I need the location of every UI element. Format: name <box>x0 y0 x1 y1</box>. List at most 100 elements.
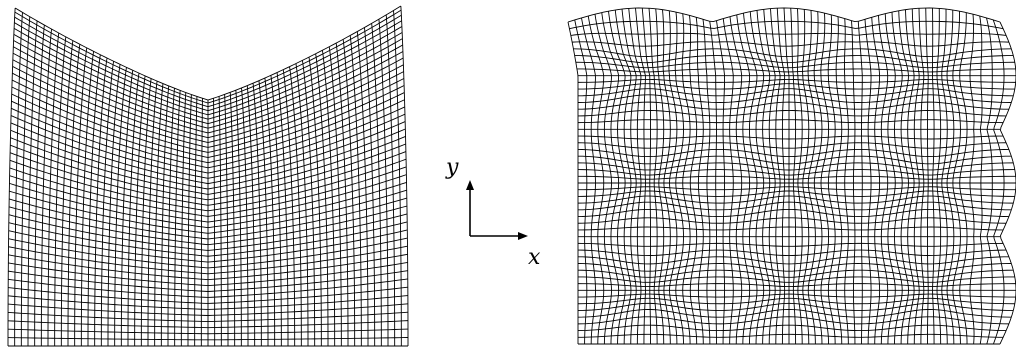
right-mesh-gridline-vertical <box>871 17 881 345</box>
right-mesh-gridline-vertical <box>827 14 836 345</box>
left-mesh-gridline-horizontal <box>11 85 405 158</box>
left-mesh-gridline-horizontal <box>7 328 409 335</box>
right-mesh-gridline-horizontal <box>577 94 1012 103</box>
left-mesh-gridline-horizontal <box>11 99 405 169</box>
right-mesh-gridline-vertical <box>567 21 579 344</box>
x-axis-arrowhead <box>518 232 528 240</box>
right-mesh-gridline-vertical <box>986 17 993 345</box>
right-mesh-gridline-vertical <box>931 8 935 345</box>
right-mesh-gridline-vertical <box>587 15 605 345</box>
left-mesh-gridline-horizontal <box>9 189 407 234</box>
right-mesh-gridline-horizontal <box>577 249 1007 256</box>
right-mesh-gridline-horizontal <box>577 78 1016 83</box>
right-mesh-gridline-horizontal <box>577 208 1009 217</box>
right-mesh-gridline-horizontal <box>573 48 1012 57</box>
left-mesh-gridline-horizontal <box>8 221 408 257</box>
right-mesh-gridline-vertical <box>918 8 925 345</box>
left-mesh-gridline-horizontal <box>8 278 408 298</box>
left-mesh-gridline-horizontal <box>8 213 408 251</box>
right-mesh-gridline-vertical <box>790 8 797 345</box>
right-mesh-gridline-horizontal <box>577 162 1014 171</box>
right-mesh-gridline-horizontal <box>577 293 1016 298</box>
left-mesh-gridline-horizontal <box>8 295 408 310</box>
right-mesh-gridline-vertical <box>905 9 915 345</box>
left-mesh-gridline-horizontal <box>8 303 408 316</box>
right-mesh-gridline-horizontal <box>577 226 1004 231</box>
right-mesh-gridline-horizontal <box>577 155 1012 165</box>
left-mesh-gridline-horizontal <box>14 9 402 104</box>
left-mesh-gridline-horizontal <box>10 128 406 190</box>
right-mesh-gridline-horizontal <box>577 309 1012 318</box>
left-mesh-gridline-horizontal <box>13 38 403 125</box>
coordinate-axes-indicator: y x <box>445 155 541 270</box>
left-mesh-gridline-horizontal <box>8 311 408 323</box>
left-mesh-gridline-horizontal <box>12 64 404 144</box>
left-mesh-gridline-horizontal <box>14 14 402 108</box>
y-axis-label: y <box>445 155 459 180</box>
left-mesh-gridline-horizontal <box>12 57 404 139</box>
right-mesh-gridline-vertical <box>941 9 948 345</box>
right-mesh-gridline-vertical <box>641 7 651 344</box>
right-mesh-gridline-horizontal <box>577 190 1015 197</box>
left-mesh-gridline-horizontal <box>11 92 405 164</box>
left-mesh-gridline-horizontal <box>10 136 406 195</box>
right-mesh-gridline-horizontal <box>577 316 1009 325</box>
right-mesh-gridline-horizontal <box>575 61 1015 69</box>
right-mesh-gridline-vertical <box>655 8 665 345</box>
left-mesh-gridline-horizontal <box>8 320 408 329</box>
left-mesh-gridline-horizontal <box>8 245 408 275</box>
right-mesh-gridline-vertical <box>797 8 803 345</box>
left-mesh-gridline-horizontal <box>9 174 407 223</box>
left-mesh-gridline-horizontal <box>10 113 406 179</box>
left-mesh-gridline-horizontal <box>9 166 407 217</box>
right-mesh-gridline-horizontal <box>577 88 1014 97</box>
left-mesh-gridline-horizontal <box>7 337 409 341</box>
right-mesh-gridline-horizontal <box>577 256 1009 265</box>
right-mesh-gridline-vertical <box>601 12 620 345</box>
right-mesh-gridline-vertical <box>802 9 810 345</box>
right-mesh-gridline-vertical <box>820 13 830 345</box>
left-mesh-gridline-horizontal <box>10 121 406 185</box>
right-mesh-gridline-vertical <box>689 15 698 345</box>
right-mesh-gridline-vertical <box>776 8 786 345</box>
right-mesh-gridline-horizontal <box>577 276 1015 283</box>
right-mesh-gridline-vertical <box>695 17 704 345</box>
left-mesh-gridline-horizontal <box>13 44 403 129</box>
right-mesh-gridline-horizontal <box>577 283 1016 288</box>
left-mesh-gridline-horizontal <box>9 181 407 229</box>
right-mesh-gridline-horizontal <box>577 110 1007 117</box>
right-mesh-gridline-horizontal <box>570 32 1007 36</box>
left-mesh-gridline-horizontal <box>11 106 405 174</box>
right-mesh-gridline-horizontal <box>577 297 1015 305</box>
right-mesh-gridline-vertical <box>979 15 983 345</box>
right-mesh-gridline-vertical <box>925 8 929 344</box>
left-mesh-gridline-horizontal <box>9 151 407 206</box>
right-mesh-gridline-horizontal <box>577 119 1004 124</box>
left-mesh-gridline-horizontal <box>8 237 408 269</box>
y-axis-arrowhead <box>466 180 474 190</box>
left-deformed-mesh <box>7 5 409 347</box>
left-mesh-gridline-horizontal <box>12 51 404 134</box>
right-mesh-gridline-horizontal <box>572 41 1009 47</box>
right-mesh-gridline-vertical <box>936 8 942 345</box>
left-mesh-gridline-horizontal <box>9 158 407 212</box>
left-mesh-gridline-horizontal <box>8 286 408 304</box>
right-mesh-gridline-horizontal <box>577 83 1015 90</box>
right-mesh-gridline-horizontal <box>577 263 1012 272</box>
right-mesh-gridline-horizontal <box>574 55 1014 64</box>
right-mesh-gridline-horizontal <box>577 242 1004 247</box>
right-mesh-gridline-horizontal <box>577 302 1014 311</box>
right-mesh-gridline-vertical <box>864 19 872 345</box>
left-mesh-gridline-horizontal <box>11 78 405 153</box>
left-mesh-gridline-horizontal <box>8 270 408 292</box>
right-mesh-gridline-horizontal <box>577 324 1007 332</box>
right-mesh-gridline-horizontal <box>577 175 1016 180</box>
right-mesh-gridline-horizontal <box>577 201 1012 211</box>
right-mesh-gridline-vertical <box>743 13 758 345</box>
right-mesh-gridline-horizontal <box>577 135 1004 140</box>
right-mesh-gridline-vertical <box>621 9 637 345</box>
right-mesh-gridline-horizontal <box>577 333 1004 338</box>
right-mesh-gridline-horizontal <box>567 7 1001 23</box>
right-mesh-gridline-horizontal <box>577 101 1009 110</box>
